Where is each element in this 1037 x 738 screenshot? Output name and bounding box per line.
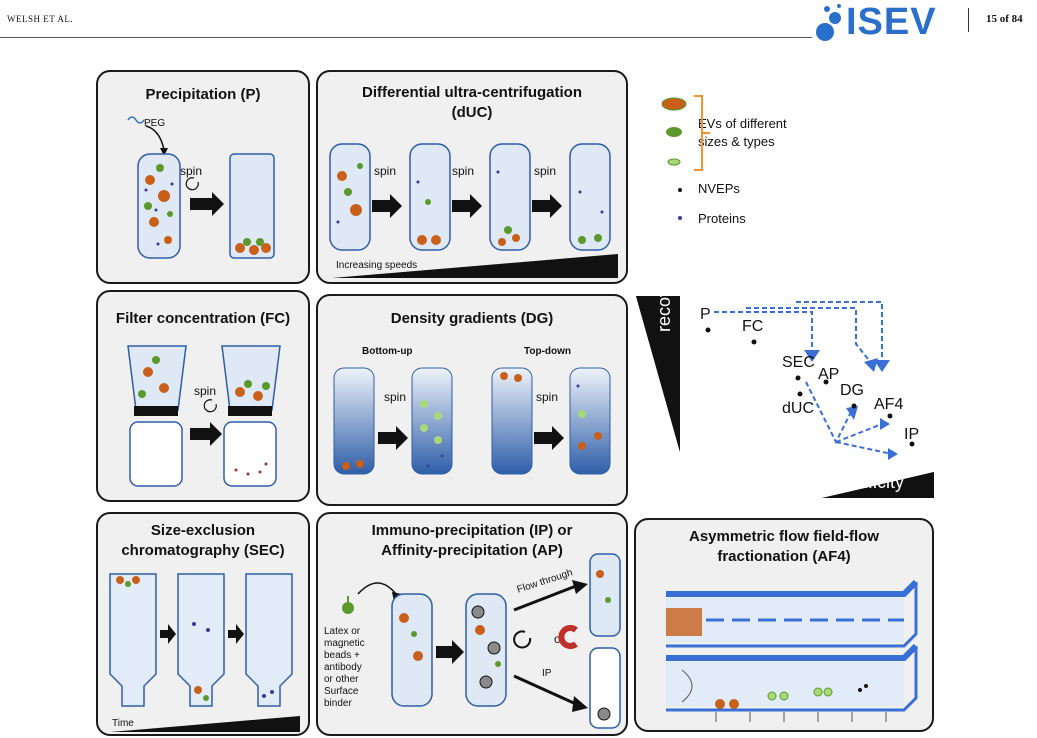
beads-line: Surface: [324, 686, 359, 697]
page-number: 15 of 84: [986, 13, 1023, 25]
panel-title-line1: Size-exclusion: [150, 522, 256, 539]
panel-title-line2: (dUC): [451, 104, 493, 121]
panel-title-line1: Differential ultra-centrifugation: [361, 84, 582, 101]
legend-symbols: [661, 95, 710, 220]
isev-logo: ISEV: [846, 1, 937, 43]
tradeoff-diagram: recovery specificity P FC SEC AP DG dUC …: [636, 263, 936, 500]
beads-line: binder: [324, 698, 352, 709]
panel-af4: Asymmetric flow field-flow fractionation…: [634, 518, 934, 732]
beads-line: beads +: [324, 650, 360, 661]
density-gradient-diagram: [333, 367, 611, 475]
panel-density-gradients: Density gradients (DG) Bottom-up Top-dow…: [316, 294, 628, 506]
increasing-speeds-label: Increasing speeds: [336, 260, 418, 271]
legend-evs-line1: EVs of different: [698, 116, 787, 131]
method-label-ap: AP: [818, 366, 840, 383]
spin-label: spin: [374, 164, 397, 178]
header-rule: [0, 37, 812, 38]
time-label: Time: [112, 718, 134, 729]
precipitation-diagram: [127, 116, 275, 259]
method-label-p: P: [700, 306, 711, 323]
panel-sec: Size-exclusion chromatography (SEC) Time: [96, 512, 310, 736]
sec-diagram: [109, 573, 300, 732]
panel-title: Precipitation (P): [145, 86, 261, 103]
method-label-fc: FC: [742, 318, 764, 335]
beads-line: magnetic: [324, 638, 365, 649]
af4-diagram: [666, 579, 919, 722]
isev-logo-icon: [816, 4, 841, 41]
method-label-ip: IP: [904, 426, 920, 443]
spin-label: spin: [536, 390, 559, 404]
panel-title-line2: chromatography (SEC): [121, 542, 285, 559]
filter-diagram: [127, 345, 281, 487]
legend-evs-line2: sizes & types: [698, 134, 775, 149]
panel-filter-concentration: Filter concentration (FC) spin: [96, 290, 310, 502]
panel-title-line2: Affinity-precipitation (AP): [381, 542, 563, 559]
method-label-af4: AF4: [874, 396, 904, 413]
panel-immuno-precipitation: Immuno-precipitation (IP) or Affinity-pr…: [316, 512, 628, 736]
panel-title-line1: Immuno-precipitation (IP) or: [371, 522, 573, 539]
beads-line: Latex or: [324, 626, 361, 637]
ev-particles: [145, 175, 172, 244]
panel-title-line2: fractionation (AF4): [717, 548, 851, 565]
bottom-up-label: Bottom-up: [362, 346, 413, 357]
header-separator: [968, 8, 969, 32]
panel-title: Filter concentration (FC): [115, 310, 291, 327]
duc-diagram: [329, 143, 618, 278]
peg-label: PEG: [144, 118, 166, 129]
spin-label: spin: [384, 390, 407, 404]
spin-label: spin: [452, 164, 475, 178]
method-label-sec: SEC: [782, 354, 815, 371]
top-down-label: Top-down: [524, 346, 572, 357]
method-label-dg: DG: [840, 382, 864, 399]
panel-title: Density gradients (DG): [390, 310, 554, 327]
panel-duc: Differential ultra-centrifugation (dUC) …: [316, 70, 628, 284]
beads-line: or other: [324, 674, 359, 685]
beads-description: Latex or magnetic beads + antibody or ot…: [324, 626, 365, 710]
tradeoff-triangles: [636, 296, 934, 498]
legend-proteins: Proteins: [698, 211, 746, 226]
spin-label: spin: [534, 164, 557, 178]
spin-label: spin: [194, 384, 217, 398]
beads-line: antibody: [324, 662, 362, 673]
panel-title-line1: Asymmetric flow field-flow: [688, 528, 880, 545]
ip-label: IP: [542, 668, 552, 679]
specificity-label: specificity: [826, 472, 905, 492]
panel-precipitation: Precipitation (P) PEG spin: [96, 70, 310, 284]
spin-label: spin: [180, 164, 203, 178]
tradeoff-arrows: [705, 301, 915, 460]
method-label-duc: dUC: [782, 400, 815, 417]
legend-nveps: NVEPs: [698, 181, 740, 196]
running-header-authors: WELSH ET AL.: [7, 14, 74, 24]
ip-diagram: [342, 553, 621, 729]
